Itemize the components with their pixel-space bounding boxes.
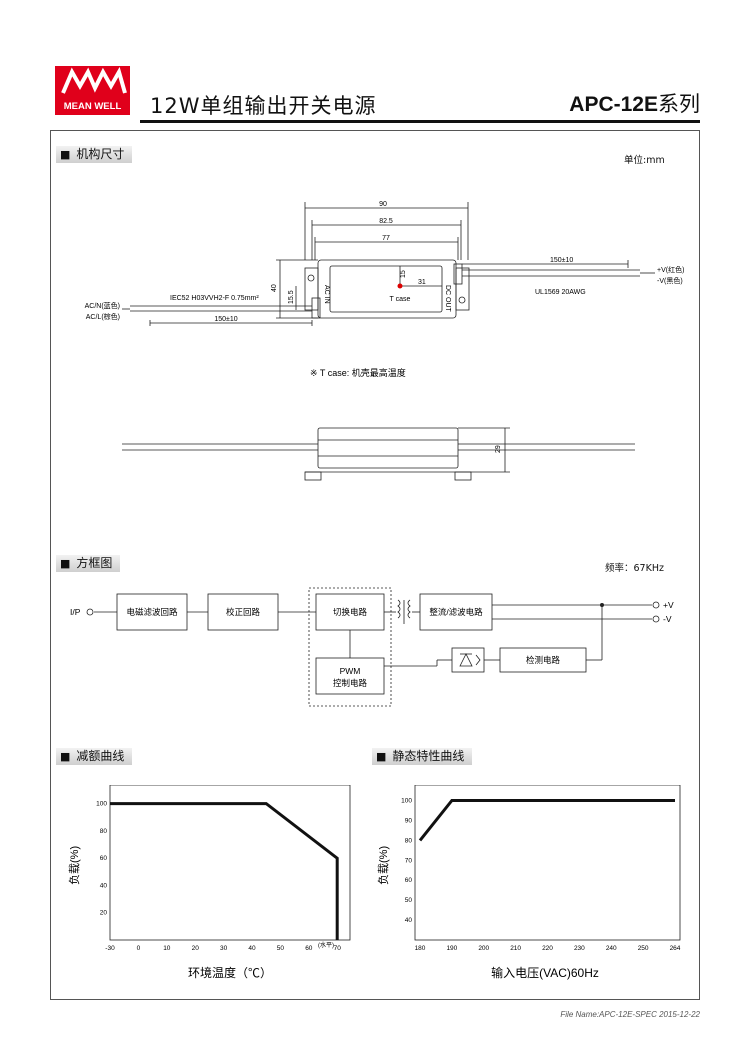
static-plot-area — [414, 785, 681, 941]
derating-ylabel: 负载(%) — [67, 846, 81, 885]
static-ytick: 90 — [405, 817, 413, 824]
derating-chart: -30 0 10 20 30 40 50 60 70 20 40 60 80 100 负载(%) 环境温度… — [67, 785, 351, 980]
dim-82-5: 82.5 — [379, 218, 393, 225]
static-curve — [418, 799, 675, 842]
vminus-terminal — [652, 615, 660, 623]
mechanical-drawing: 90 82.5 77 40 15.5 15 31 T case AC IN DC… — [85, 201, 684, 481]
derating-curve — [110, 802, 339, 940]
derating-xtick: 0 — [137, 945, 141, 952]
pwm-block-line2: 控制电路 — [333, 678, 368, 688]
page-title: 12W单组输出开关电源 — [150, 94, 377, 118]
static-chart: 180 190 200 210 220 230 240 250 264 40 50 60 70 80 90 1… — [376, 785, 681, 980]
derating-xunit: (水平) — [318, 941, 334, 949]
tcase-note: ※ T case: 机壳最高温度 — [310, 367, 406, 378]
dim-31: 31 — [418, 279, 426, 286]
derating-xtick: -30 — [105, 945, 115, 952]
static-ytick: 50 — [405, 897, 413, 904]
static-xtick: 264 — [670, 945, 681, 952]
derating-plot-area — [109, 785, 351, 941]
brand-name: MEAN WELL — [55, 99, 130, 115]
dim-150-output: 150±10 — [550, 257, 573, 264]
vminus-label: -V — [663, 614, 672, 624]
dim-40: 40 — [271, 284, 278, 292]
detect-block: 检测电路 — [526, 655, 561, 665]
derating-xtick: 70 — [334, 945, 342, 952]
derating-ytick: 60 — [100, 855, 108, 862]
dim-29: 29 — [495, 445, 502, 453]
model-suffix: 系列 — [658, 92, 700, 116]
block-diagram: I/P 电磁滤波回路 校正回路 切换电路 整流/滤波电路 PWM 控制电路 检测… — [70, 587, 674, 707]
section-block: 方框图 — [56, 555, 121, 572]
static-xtick: 180 — [415, 945, 426, 952]
vplus-label: +V — [663, 600, 674, 610]
pwm-block-line1: PWM — [340, 666, 361, 676]
logo-mw-icon — [61, 66, 127, 94]
dim-15: 15 — [400, 270, 407, 278]
switch-block: 切换电路 — [333, 607, 368, 617]
static-xtick: 230 — [574, 945, 585, 952]
vminus-wire-label: -V(黑色) — [657, 276, 683, 285]
static-ytick: 40 — [405, 917, 413, 924]
derating-xtick: 50 — [277, 945, 285, 952]
ul-cable-label: UL1569 20AWG — [535, 289, 586, 296]
dim-15-5: 15.5 — [288, 290, 295, 304]
acl-wire-label: AC/L(棕色) — [86, 312, 120, 321]
unit-label: 单位:mm — [624, 155, 665, 166]
static-ytick: 100 — [401, 798, 412, 805]
static-xlabel: 输入电压(VAC)60Hz — [491, 965, 599, 980]
model-title: APC-12E系列 — [569, 88, 700, 118]
derating-xtick: 10 — [163, 945, 171, 952]
pfc-block: 校正回路 — [226, 607, 261, 617]
static-ytick: 70 — [405, 857, 413, 864]
static-xtick: 200 — [478, 945, 489, 952]
derating-xtick: 20 — [192, 945, 200, 952]
header-rule — [140, 120, 700, 123]
ip-label: I/P — [70, 607, 81, 617]
derating-ytick: 80 — [100, 828, 108, 835]
ac-in-label: AC IN — [323, 285, 330, 304]
vplus-wire-label: +V(红色) — [657, 265, 684, 274]
static-ytick: 60 — [405, 877, 413, 884]
iec-cable-label: IEC52 H03VVH2-F 0.75mm² — [170, 295, 259, 302]
static-ytick: 80 — [405, 837, 413, 844]
section-derating: 减额曲线 — [56, 748, 133, 765]
frequency-label: 频率：67KHz — [605, 563, 664, 574]
dim-77: 77 — [382, 235, 390, 242]
content-frame — [50, 130, 700, 1000]
static-xtick: 220 — [542, 945, 553, 952]
dim-150-input: 150±10 — [214, 316, 237, 323]
section-mechanical: 机构尺寸 — [56, 146, 133, 163]
ip-terminal — [86, 608, 94, 616]
derating-xlabel: 环境温度（℃） — [188, 965, 272, 980]
emi-block: 电磁滤波回路 — [126, 607, 178, 617]
derating-xtick: 30 — [220, 945, 228, 952]
tcase-label: T case — [390, 296, 411, 303]
model-name: APC-12E — [569, 93, 658, 116]
derating-xtick: 40 — [248, 945, 256, 952]
section-static: 静态特性曲线 — [372, 748, 473, 765]
static-xtick: 210 — [510, 945, 521, 952]
derating-ytick: 20 — [100, 910, 108, 917]
acn-wire-label: AC/N(蓝色) — [85, 301, 120, 310]
file-name-footer: File Name:APC-12E-SPEC 2015-12-22 — [560, 1010, 700, 1019]
static-ylabel: 负载(%) — [376, 846, 390, 885]
derating-xtick: 60 — [305, 945, 313, 952]
rectifier-block: 整流/滤波电路 — [429, 607, 483, 617]
derating-ytick: 100 — [96, 801, 107, 808]
dc-out-label: DC OUT — [444, 285, 451, 313]
derating-ytick: 40 — [100, 882, 108, 889]
dim-90: 90 — [379, 201, 387, 208]
brand-logo: MEAN WELL — [55, 66, 130, 116]
static-xtick: 250 — [638, 945, 649, 952]
static-xtick: 190 — [446, 945, 457, 952]
vplus-terminal — [652, 601, 660, 609]
junction-dot — [600, 603, 604, 607]
static-xtick: 240 — [606, 945, 617, 952]
tcase-point — [397, 283, 403, 289]
logo-mark — [55, 66, 130, 99]
